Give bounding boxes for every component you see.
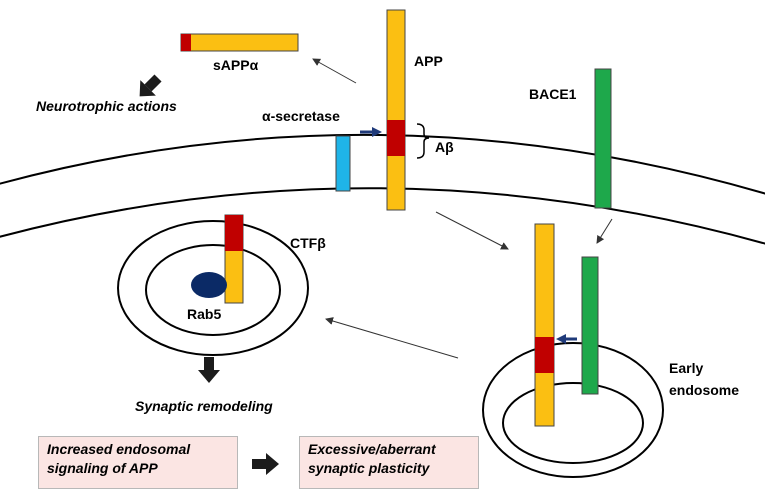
plasma-membrane-inner (0, 187, 765, 245)
endosomal-signaling-line2: signaling of APP (47, 460, 158, 476)
left-endosome-outer (117, 220, 309, 356)
bace1-label: BACE1 (529, 86, 577, 102)
app-protein (386, 9, 406, 211)
synaptic-plasticity-line1: Excessive/aberrant (308, 441, 436, 457)
synaptic-remodeling-label: Synaptic remodeling (135, 398, 273, 414)
thick-arrow-icon (252, 453, 279, 475)
left-endosome-inner (145, 244, 281, 336)
abeta-bracket (416, 123, 430, 159)
plasma-membrane-outer (0, 133, 765, 195)
synaptic-plasticity-line2: synaptic plasticity (308, 460, 430, 476)
endosome-app-abeta-domain (535, 337, 554, 373)
synaptic-plasticity-box: Excessive/aberrant synaptic plasticity (299, 436, 479, 489)
endosome-bace1-protein (581, 256, 599, 395)
endosomal-signaling-line1: Increased endosomal (47, 441, 191, 457)
thin-arrow-icon (435, 211, 509, 250)
early-endosome-inner (502, 382, 644, 464)
rab5-protein (191, 272, 227, 298)
bace1-protein (594, 68, 612, 209)
endosome-label: endosome (669, 382, 739, 398)
sappa-fragment (180, 33, 299, 52)
thin-arrow-icon (312, 58, 357, 84)
ctfb-abeta-domain (225, 215, 243, 251)
thick-arrow-icon (198, 357, 220, 383)
early-endosome-outer (482, 342, 664, 478)
cleavage-arrow-icon (360, 127, 382, 137)
early-label: Early (669, 360, 703, 376)
abeta-label: Aβ (435, 139, 454, 155)
endosome-app-protein (534, 223, 555, 427)
sappa-label: sAPPα (213, 57, 259, 73)
cleavage-arrow-icon (556, 334, 577, 344)
thin-arrow-icon (325, 317, 459, 359)
endosomal-signaling-box: Increased endosomal signaling of APP (38, 436, 238, 489)
alpha-secretase-label: α-secretase (262, 108, 340, 124)
app-abeta-domain (387, 120, 405, 156)
rab5-label: Rab5 (187, 306, 221, 322)
thick-arrow-icon (139, 74, 162, 97)
alpha-secretase-protein (335, 135, 351, 192)
sappa-abeta-segment (181, 34, 191, 51)
ctfb-label: CTFβ (290, 235, 326, 251)
thin-arrow-icon (596, 218, 613, 244)
neurotrophic-label: Neurotrophic actions (36, 98, 177, 114)
app-label: APP (414, 53, 443, 69)
